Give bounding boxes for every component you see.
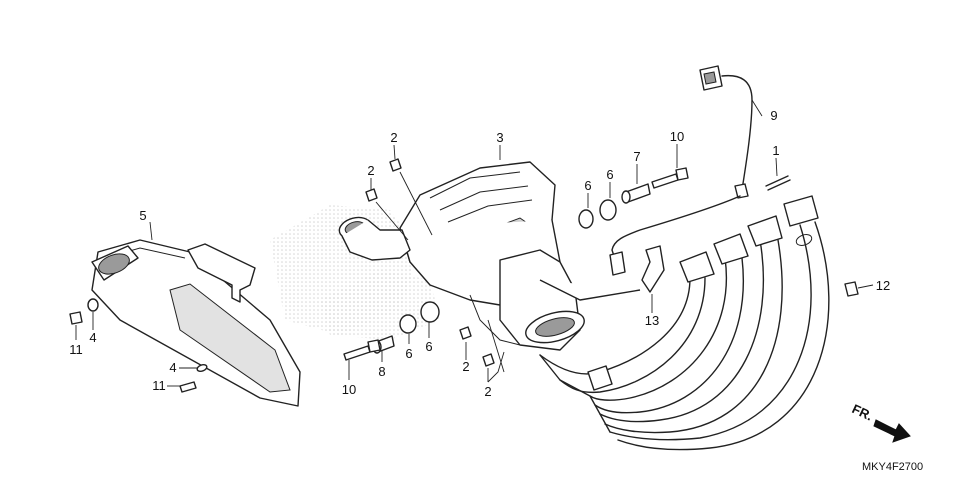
front-direction-arrow-icon — [873, 419, 911, 443]
front-label: FR. — [850, 401, 875, 423]
callout-3: 3 — [496, 130, 503, 145]
callout-6: 6 — [606, 167, 613, 182]
wire-clamp-part — [641, 245, 665, 293]
callout-1: 1 — [772, 143, 779, 158]
small-bolt-parts — [69, 311, 197, 393]
callout-11: 11 — [152, 378, 166, 393]
washer-parts — [87, 298, 208, 372]
callout-11: 11 — [69, 342, 83, 357]
callout-12: 12 — [876, 278, 890, 293]
callout-9: 9 — [770, 108, 777, 123]
callout-4: 4 — [169, 360, 176, 375]
callout-5: 5 — [139, 208, 146, 223]
callout-6: 6 — [405, 346, 412, 361]
callout-10: 10 — [670, 129, 684, 144]
callout-10: 10 — [342, 382, 356, 397]
muffler-part — [91, 239, 301, 407]
callout-labels: 1 2 2 2 2 3 4 4 5 6 6 6 6 7 8 9 10 10 11… — [69, 108, 890, 399]
grommet-parts — [399, 199, 617, 334]
nut-parts — [365, 158, 495, 367]
header-pipes — [539, 195, 830, 451]
collector-chamber — [399, 219, 641, 351]
long-bolt-parts — [343, 167, 689, 361]
callout-6: 6 — [584, 178, 591, 193]
callout-2: 2 — [484, 384, 491, 399]
callout-13: 13 — [645, 313, 659, 328]
callout-7: 7 — [633, 149, 640, 164]
collar-part — [621, 183, 651, 204]
callout-2: 2 — [390, 130, 397, 145]
callout-6: 6 — [425, 339, 432, 354]
leader-lines — [75, 99, 874, 387]
diagram-code: MKY4F2700 — [862, 461, 923, 473]
clip-part — [765, 175, 791, 191]
callout-4: 4 — [89, 330, 96, 345]
callout-2: 2 — [367, 163, 374, 178]
cap-nut-part — [844, 281, 859, 297]
callout-8: 8 — [378, 364, 385, 379]
o2-sensor-wire — [609, 65, 753, 276]
inlet-bend — [338, 216, 411, 261]
front-direction-indicator: FR. — [850, 401, 911, 443]
callout-2: 2 — [462, 359, 469, 374]
